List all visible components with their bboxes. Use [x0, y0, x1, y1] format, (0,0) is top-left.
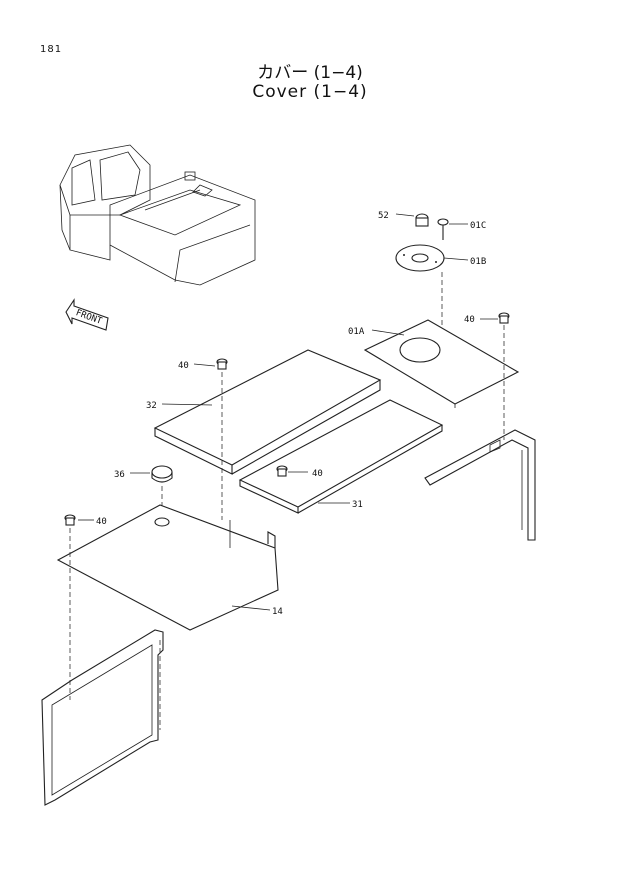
bolt-40-top: [216, 358, 228, 520]
title-english: Cover (1−4): [252, 82, 368, 102]
page-number: 181: [40, 44, 63, 55]
right-frame-bracket: [424, 429, 536, 541]
bolt-40-left: [64, 514, 76, 700]
title-japanese: カバー (1−4): [257, 63, 363, 83]
callout-31: 31: [352, 500, 363, 510]
callout-01c: 01C: [470, 221, 486, 231]
part-32-panel: [153, 349, 382, 475]
part-01a-cover: [363, 319, 520, 408]
callout-40-left: 40: [96, 517, 107, 527]
callout-14: 14: [272, 607, 283, 617]
callout-01a: 01A: [348, 327, 365, 337]
callout-32: 32: [146, 401, 157, 411]
callout-52: 52: [378, 211, 389, 221]
part-31-panel: [238, 399, 444, 514]
callout-40-right: 40: [464, 315, 475, 325]
bolt-40-right: [498, 312, 510, 440]
front-arrow: FRONT: [65, 298, 109, 331]
callout-36: 36: [114, 470, 125, 480]
machine-thumbnail: [59, 144, 256, 286]
left-frame-bracket: [41, 629, 164, 806]
bolt-40-middle: [276, 465, 288, 477]
callout-01b: 01B: [470, 257, 486, 267]
part-cap-assembly: [395, 213, 449, 330]
callout-40-top: 40: [178, 361, 189, 371]
part-14-cover: [56, 504, 279, 631]
leader-lines: [78, 213, 498, 611]
callout-40-middle: 40: [312, 469, 323, 479]
